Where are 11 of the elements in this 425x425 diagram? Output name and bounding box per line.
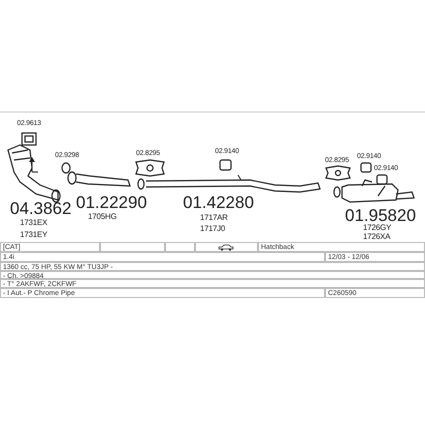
- reference-code: 1726GY: [363, 224, 392, 232]
- reference-code: 1717AR: [200, 214, 228, 222]
- reference-code: 1731EX: [20, 219, 48, 227]
- reference-code: 1717J0: [200, 225, 226, 233]
- reference-code: 1731EY: [20, 231, 48, 239]
- part-number: 01.42280: [183, 194, 254, 211]
- reference-code: 1705HG: [88, 213, 117, 221]
- part-number: 04.3862: [10, 200, 72, 217]
- reference-code: 1726XA: [363, 233, 390, 241]
- part-number: 01.22290: [76, 194, 147, 211]
- part-number: 01.95820: [345, 207, 416, 224]
